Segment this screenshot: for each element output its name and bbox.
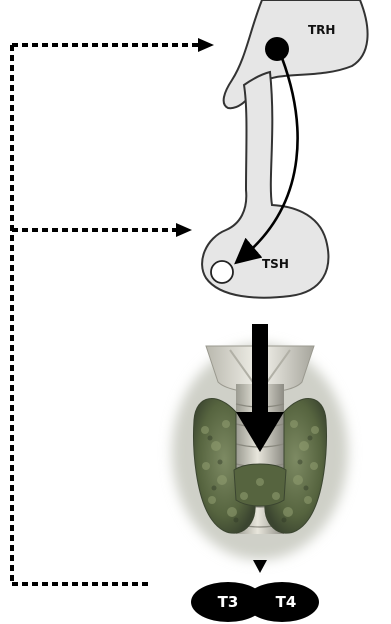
negative-feedback-loop: [12, 45, 198, 584]
feedback-arrowhead-hypothalamus: [198, 38, 214, 52]
trh-label: TRH: [308, 23, 335, 37]
tsh-label: TSH: [262, 257, 289, 271]
t4-label: T4: [276, 593, 297, 611]
feedback-arrowhead-pituitary: [176, 223, 192, 237]
pituitary-cell: [211, 261, 233, 283]
hypothalamic-neuron: [265, 37, 289, 61]
t3-label: T3: [218, 593, 239, 611]
thyroid-output-arrowhead: [253, 560, 267, 573]
